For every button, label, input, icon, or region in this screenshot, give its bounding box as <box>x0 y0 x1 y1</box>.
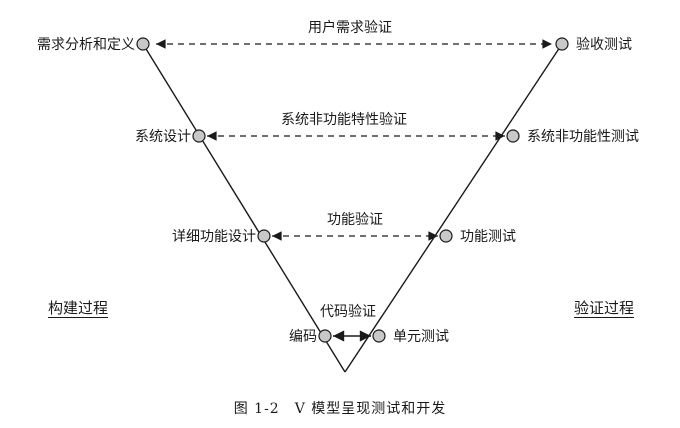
figure-caption: 图 1-2 V 模型呈现测试和开发 <box>233 401 447 417</box>
node-functional-test <box>439 229 453 243</box>
label-functional-validation: 功能验证 <box>327 212 383 228</box>
node-coding <box>318 329 332 343</box>
label-acceptance-test: 验收测试 <box>576 37 632 53</box>
node-unit-test <box>372 329 386 343</box>
node-acceptance-test <box>555 37 569 51</box>
label-user-requirements-validation: 用户需求验证 <box>308 20 392 36</box>
node-detailed-design <box>257 229 271 243</box>
node-requirements-analysis <box>136 37 150 51</box>
label-validation-process: 验证过程 <box>574 299 635 317</box>
label-code-validation: 代码验证 <box>320 304 376 320</box>
label-functional-test: 功能测试 <box>460 229 516 245</box>
label-system-design: 系统设计 <box>135 129 191 145</box>
node-nonfunctional-test <box>506 129 520 143</box>
node-system-design <box>192 129 206 143</box>
label-unit-test: 单元测试 <box>393 329 449 345</box>
v-left-arm <box>142 43 346 373</box>
label-coding: 编码 <box>289 329 317 345</box>
label-requirements-analysis: 需求分析和定义 <box>37 37 135 53</box>
label-detailed-design: 详细功能设计 <box>172 229 256 245</box>
label-nonfunctional-test: 系统非功能性测试 <box>527 129 639 145</box>
label-build-process: 构建过程 <box>48 299 109 317</box>
v-right-arm <box>344 43 563 373</box>
label-nonfunctional-validation: 系统非功能特性验证 <box>281 112 407 128</box>
